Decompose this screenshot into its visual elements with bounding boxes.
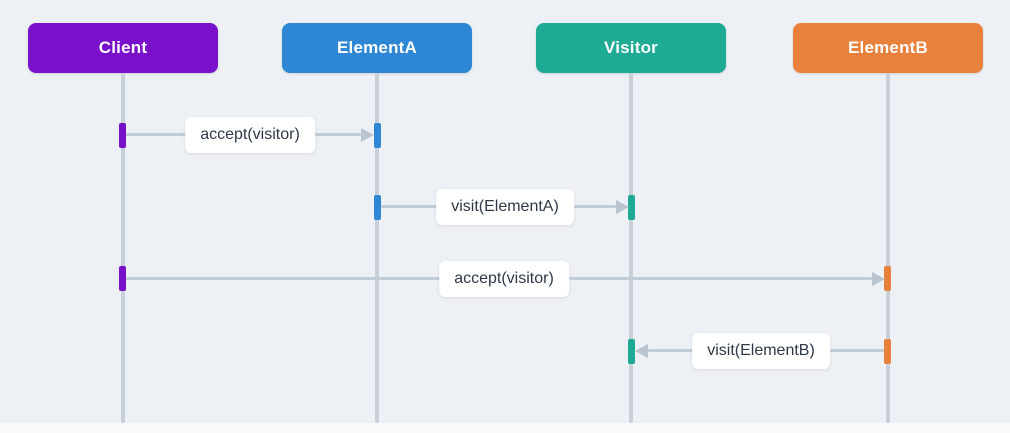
actor-box-client: Client bbox=[28, 23, 218, 73]
activation-element-a-msg2 bbox=[374, 195, 381, 220]
lifeline-visitor bbox=[629, 73, 633, 423]
message-4-label: visit(ElementB) bbox=[692, 333, 830, 369]
activation-element-a-msg1 bbox=[374, 123, 381, 148]
activation-client-msg3 bbox=[119, 266, 126, 291]
lifeline-client bbox=[121, 73, 125, 423]
arrowhead-right-icon bbox=[872, 272, 885, 286]
actor-box-visitor: Visitor bbox=[536, 23, 726, 73]
arrowhead-right-icon bbox=[616, 200, 629, 214]
arrowhead-left-icon bbox=[635, 344, 648, 358]
message-3-label: accept(visitor) bbox=[439, 261, 569, 297]
actor-box-element-a: ElementA bbox=[282, 23, 472, 73]
bottom-edge-strip bbox=[0, 423, 1010, 433]
actor-label-visitor: Visitor bbox=[604, 38, 658, 57]
activation-element-b-msg3 bbox=[884, 266, 891, 291]
arrowhead-right-icon bbox=[361, 128, 374, 142]
activation-visitor-msg2 bbox=[628, 195, 635, 220]
message-2-label: visit(ElementA) bbox=[436, 189, 574, 225]
message-1-label: accept(visitor) bbox=[185, 117, 315, 153]
lifeline-element-b bbox=[886, 73, 890, 423]
activation-visitor-msg4 bbox=[628, 339, 635, 364]
actor-label-element-a: ElementA bbox=[336, 38, 417, 57]
lifeline-element-a bbox=[375, 73, 379, 423]
actor-label-client: Client bbox=[98, 38, 148, 57]
activation-element-b-msg4 bbox=[884, 339, 891, 364]
actor-box-element-b: ElementB bbox=[793, 23, 983, 73]
actor-label-element-b: ElementB bbox=[847, 38, 928, 57]
activation-client-msg1 bbox=[119, 123, 126, 148]
